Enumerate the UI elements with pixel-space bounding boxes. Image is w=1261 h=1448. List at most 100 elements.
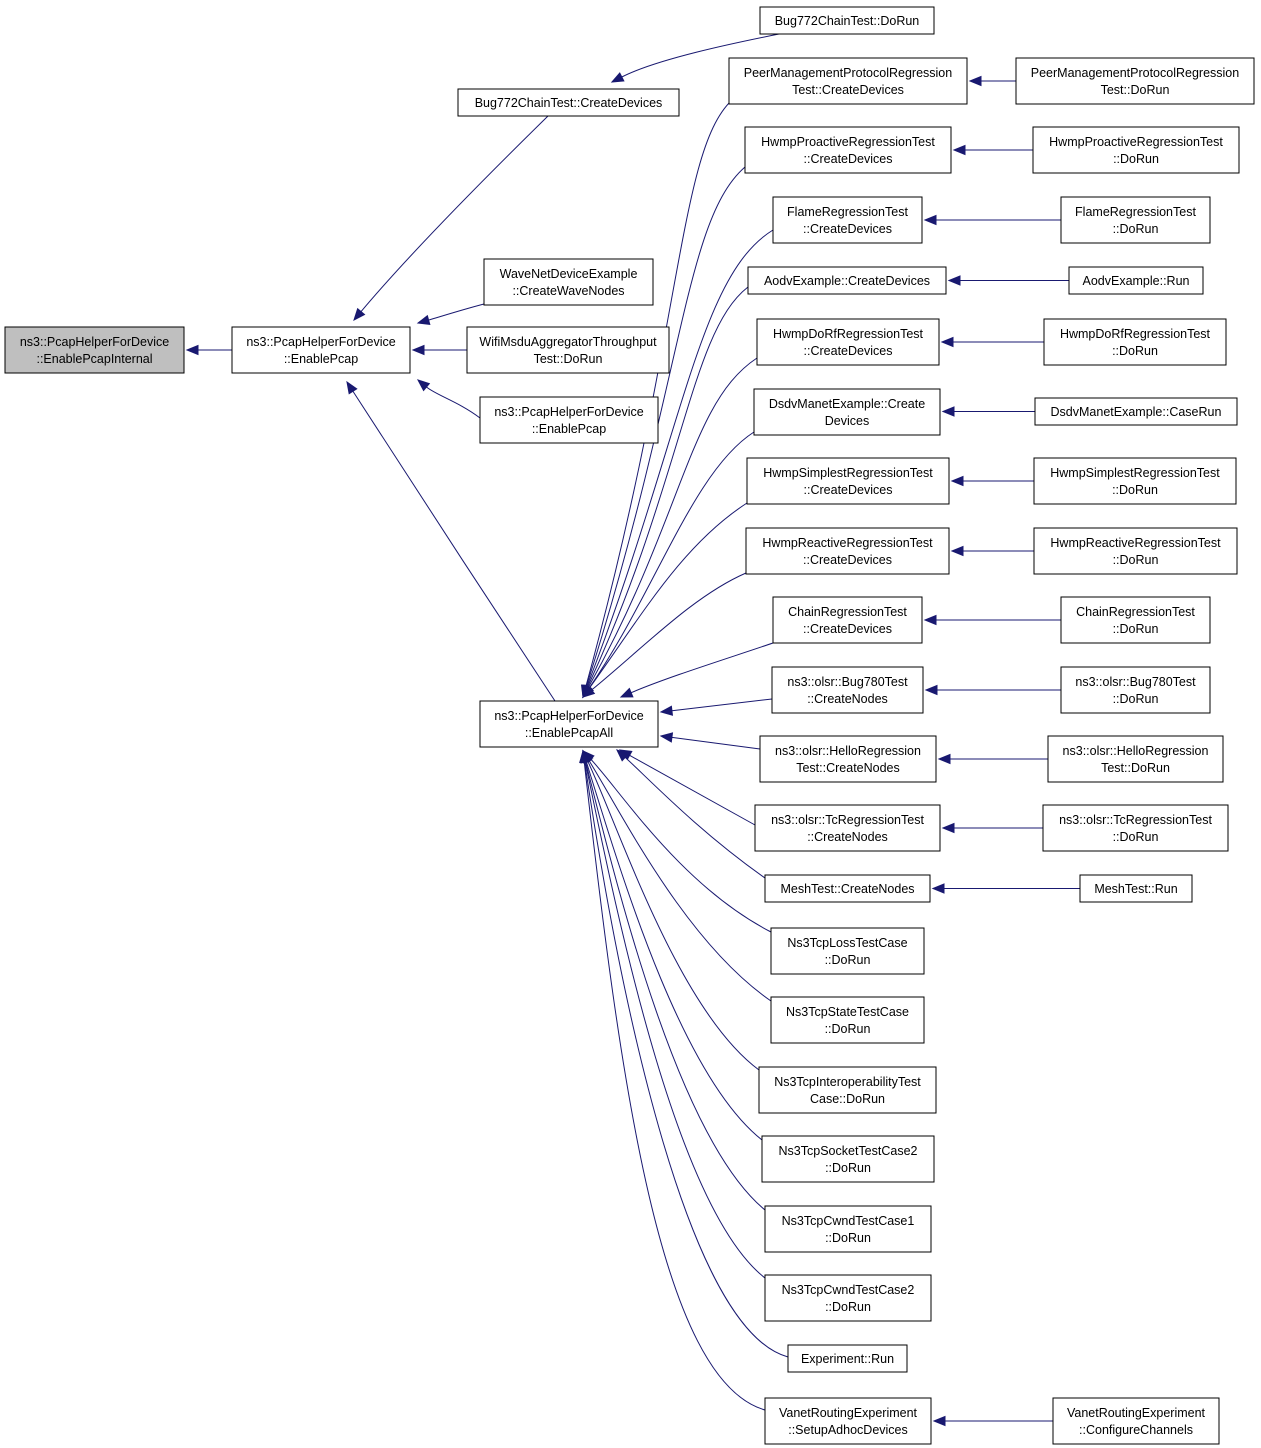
node-chain-run[interactable]: ChainRegressionTest::DoRun <box>1060 596 1211 644</box>
edge-mesh-create-to-enable-pcap-all <box>616 749 766 879</box>
node-label: VanetRoutingExperiment <box>1067 1406 1206 1420</box>
node-label: ::DoRun <box>825 1300 871 1314</box>
edge-tc-create-to-enable-pcap-all <box>618 749 756 826</box>
node-box <box>770 996 925 1044</box>
edge-layer <box>185 33 1080 1427</box>
node-hwmp-pro-create[interactable]: HwmpProactiveRegressionTest::CreateDevic… <box>744 126 952 174</box>
node-box <box>759 6 935 35</box>
node-box <box>1032 126 1240 174</box>
node-box <box>770 927 925 975</box>
edge-hwmp-rea-create-to-enable-pcap-all <box>581 572 747 698</box>
node-hwmp-do-rf-create[interactable]: HwmpDoRfRegressionTest::CreateDevices <box>756 318 940 366</box>
edge-bug772-run-to-bug772-create <box>610 33 780 83</box>
node-label: HwmpDoRfRegressionTest <box>773 327 924 341</box>
node-dsdv-run[interactable]: DsdvManetExample::CaseRun <box>1034 397 1238 426</box>
node-root[interactable]: ns3::PcapHelperForDevice::EnablePcapInte… <box>4 326 185 374</box>
node-layer: ns3::PcapHelperForDevice::EnablePcapInte… <box>4 6 1255 1445</box>
node-label: Ns3TcpCwndTestCase1 <box>782 1214 915 1228</box>
node-label: ::DoRun <box>1113 622 1159 636</box>
node-aodv-create[interactable]: AodvExample::CreateDevices <box>747 266 947 295</box>
node-tcp-cwnd2[interactable]: Ns3TcpCwndTestCase2::DoRun <box>764 1274 932 1322</box>
node-flame-run[interactable]: FlameRegressionTest::DoRun <box>1060 196 1211 244</box>
edge-enable-pcap-all-to-enable-pcap <box>346 380 556 702</box>
node-hwmp-sim-create[interactable]: HwmpSimplestRegressionTest::CreateDevice… <box>746 457 950 505</box>
node-mesh-create[interactable]: MeshTest::CreateNodes <box>764 874 931 903</box>
node-bug772-run[interactable]: Bug772ChainTest::DoRun <box>759 6 935 35</box>
node-hwmp-rea-run[interactable]: HwmpReactiveRegressionTest::DoRun <box>1033 527 1238 575</box>
node-wave-net[interactable]: WaveNetDeviceExample::CreateWaveNodes <box>483 258 654 306</box>
node-box <box>756 318 940 366</box>
node-label: Test::DoRun <box>534 352 603 366</box>
node-hwmp-rea-create[interactable]: HwmpReactiveRegressionTest::CreateDevice… <box>745 527 950 575</box>
node-box <box>231 326 411 374</box>
node-hwmp-do-rf-run[interactable]: HwmpDoRfRegressionTest::DoRun <box>1043 318 1227 366</box>
node-label: HwmpReactiveRegressionTest <box>1050 536 1221 550</box>
node-label: Ns3TcpSocketTestCase2 <box>779 1144 918 1158</box>
arrowhead <box>416 314 431 325</box>
node-flame-create[interactable]: FlameRegressionTest::CreateDevices <box>772 196 923 244</box>
node-box <box>4 326 185 374</box>
node-enable-pcap[interactable]: ns3::PcapHelperForDevice::EnablePcap <box>231 326 411 374</box>
node-label: MeshTest::CreateNodes <box>780 882 914 896</box>
node-box <box>764 874 931 903</box>
node-vanet-setup[interactable]: VanetRoutingExperiment::SetupAdhocDevice… <box>764 1397 932 1445</box>
node-experiment[interactable]: Experiment::Run <box>787 1344 908 1373</box>
node-aodv-run[interactable]: AodvExample::Run <box>1068 266 1204 295</box>
node-tcp-state[interactable]: Ns3TcpStateTestCase::DoRun <box>770 996 925 1044</box>
node-tcp-loss[interactable]: Ns3TcpLossTestCase::DoRun <box>770 927 925 975</box>
node-dsdv-create[interactable]: DsdvManetExample::CreateDevices <box>753 388 941 436</box>
node-mesh-run[interactable]: MeshTest::Run <box>1079 874 1193 903</box>
node-hwmp-sim-run[interactable]: HwmpSimplestRegressionTest::DoRun <box>1033 457 1237 505</box>
node-enable-pcap2[interactable]: ns3::PcapHelperForDevice::EnablePcap <box>479 396 659 444</box>
node-box <box>1047 735 1224 783</box>
edge-tcp-cwnd2-to-enable-pcap-all <box>580 749 766 1279</box>
node-box <box>1033 457 1237 505</box>
node-enable-pcap-all[interactable]: ns3::PcapHelperForDevice::EnablePcapAll <box>479 700 659 748</box>
arrowhead <box>931 883 945 894</box>
node-bug772-create[interactable]: Bug772ChainTest::CreateDevices <box>457 88 680 117</box>
edge-line <box>428 303 485 321</box>
arrowhead <box>924 684 938 696</box>
arrowhead <box>940 336 954 348</box>
node-label: Test::DoRun <box>1101 761 1170 775</box>
edge-line <box>585 99 733 687</box>
node-box <box>754 804 941 852</box>
node-tcp-socket[interactable]: Ns3TcpSocketTestCase2::DoRun <box>761 1135 935 1183</box>
node-box <box>1033 527 1238 575</box>
node-hello-create[interactable]: ns3::olsr::HelloRegressionTest::CreateNo… <box>759 735 937 783</box>
node-label: ::DoRun <box>1112 483 1158 497</box>
node-vanet-config[interactable]: VanetRoutingExperiment::ConfigureChannel… <box>1052 1397 1220 1445</box>
node-tcp-cwnd1[interactable]: Ns3TcpCwndTestCase1::DoRun <box>764 1205 932 1253</box>
node-pmp-run[interactable]: PeerManagementProtocolRegressionTest::Do… <box>1015 57 1255 105</box>
node-bug780-create[interactable]: ns3::olsr::Bug780Test::CreateNodes <box>771 666 924 714</box>
edge-line <box>585 166 746 687</box>
arrowhead <box>353 307 366 322</box>
arrowhead <box>950 475 964 487</box>
node-chain-create[interactable]: ChainRegressionTest::CreateDevices <box>772 596 923 644</box>
node-label: ns3::PcapHelperForDevice <box>246 335 395 349</box>
arrowhead <box>923 614 937 626</box>
node-label: ns3::PcapHelperForDevice <box>20 335 169 349</box>
node-box <box>1043 318 1227 366</box>
node-tc-run[interactable]: ns3::olsr::TcRegressionTest::DoRun <box>1042 804 1229 852</box>
node-label: VanetRoutingExperiment <box>779 1406 918 1420</box>
node-label: ns3::olsr::Bug780Test <box>787 675 908 689</box>
node-tc-create[interactable]: ns3::olsr::TcRegressionTest::CreateNodes <box>754 804 941 852</box>
node-pmp-create[interactable]: PeerManagementProtocolRegressionTest::Cr… <box>728 57 968 105</box>
node-label: ::DoRun <box>1113 553 1159 567</box>
node-label: Ns3TcpCwndTestCase2 <box>782 1283 915 1297</box>
node-label: ::SetupAdhocDevices <box>788 1423 908 1437</box>
node-bug780-run[interactable]: ns3::olsr::Bug780Test::DoRun <box>1060 666 1211 714</box>
node-label: PeerManagementProtocolRegression <box>744 66 952 80</box>
node-label: Ns3TcpInteroperabilityTest <box>774 1075 921 1089</box>
node-label: Experiment::Run <box>801 1352 894 1366</box>
edge-line <box>629 754 756 826</box>
node-label: WaveNetDeviceExample <box>500 267 638 281</box>
node-label: HwmpProactiveRegressionTest <box>1049 135 1223 149</box>
node-hwmp-pro-run[interactable]: HwmpProactiveRegressionTest::DoRun <box>1032 126 1240 174</box>
edge-tcp-cwnd1-to-enable-pcap-all <box>580 749 766 1211</box>
